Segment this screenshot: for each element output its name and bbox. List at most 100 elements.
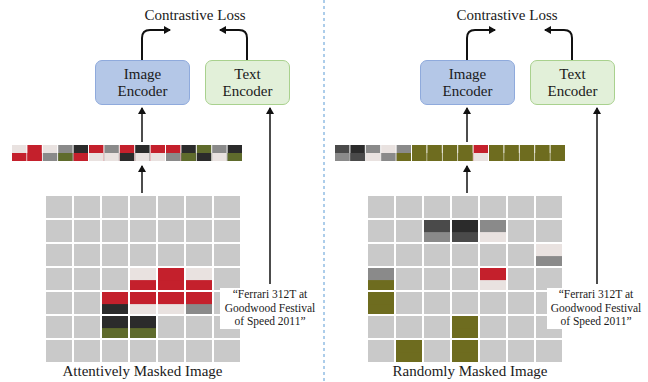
image-patch [74,153,88,161]
image-patch [551,145,565,161]
masked-patch [130,340,156,362]
patch-sequence [12,145,565,161]
image-patch [120,153,134,161]
image-patch [427,153,441,161]
masked-patch [74,268,100,290]
loss-arrow [467,30,495,60]
image-patch [104,145,118,161]
masked-patch [536,196,562,218]
image-patch [368,304,394,314]
image-patch [535,145,549,161]
image-patch [102,316,128,338]
image-patch [43,153,57,161]
masked-patch [158,340,184,362]
masked-patch [480,196,506,218]
masked-patch [452,196,478,218]
masked-patch [74,196,100,218]
image-patch [130,316,156,338]
image-patch [58,145,72,161]
encoder-label: Text Encoder [215,66,281,100]
masked-patch [396,292,422,314]
image-patch [535,153,549,161]
masked-patch [452,244,478,266]
image-patch [130,268,156,290]
masked-patch [74,292,100,314]
masked-patch [368,220,394,242]
image-patch [89,153,103,161]
image-patch [102,292,128,314]
image-patch [335,145,349,161]
image-patch [489,153,503,161]
masked-patch [424,268,450,290]
image-patch [186,292,212,314]
image-patch [427,145,441,161]
image-patch [158,304,184,314]
image-patch [102,328,128,338]
image-patch [474,145,488,161]
image-patch [158,280,184,290]
image-patch [120,145,134,161]
masked-patch [214,244,240,266]
image-patch [186,280,212,290]
image-patch [443,145,457,161]
masked-patch [480,316,506,338]
masked-patch [424,196,450,218]
image-patch [368,268,394,290]
masked-patch [46,316,72,338]
masked-patch [536,220,562,242]
image-patch [452,352,478,362]
loss-label: Contrastive Loss [432,7,582,24]
image-patch [452,340,478,362]
masked-patch [74,244,100,266]
input-arrow [141,166,143,193]
encoder-box: Image Encoder [420,60,515,105]
image-patch [186,304,212,314]
loss-arrow [220,30,247,60]
image-patch [181,145,195,161]
masked-patch [368,340,394,362]
image-patch [12,145,26,161]
image-patch [197,153,211,161]
masked-patch [508,316,534,338]
image-patch [212,153,226,161]
image-patch [480,220,506,242]
masked-image [46,196,562,362]
caption-text: “Ferrari 312T at Goodwood Festival of Sp… [220,288,320,329]
masked-patch [74,316,100,338]
masked-patch [508,268,534,290]
image-patch [130,292,156,314]
image-patch [186,268,212,290]
masked-patch [424,244,450,266]
image-patch [504,145,518,161]
caption-text: “Ferrari 312T at Goodwood Festival of Sp… [547,288,645,329]
masked-patch [46,340,72,362]
image-patch [130,304,156,314]
image-patch [536,256,562,266]
image-patch [489,145,503,161]
image-patch [504,153,518,161]
masked-patch [368,316,394,338]
masked-patch [508,196,534,218]
encoder-label: Image Encoder [435,66,501,100]
image-patch [350,153,364,161]
image-patch [520,153,534,161]
masked-patch [46,268,72,290]
masked-patch [46,292,72,314]
loss-arrow [142,30,170,60]
image-patch [366,153,380,161]
encoder-label: Text Encoder [540,66,606,100]
image-patch [27,145,41,161]
image-patch [12,153,26,161]
image-patch [458,153,472,161]
masked-patch [424,340,450,362]
masked-patch [480,340,506,362]
image-patch [58,153,72,161]
image-patch [480,280,506,290]
image-patch [381,145,395,161]
masked-patch [508,340,534,362]
masked-patch [396,196,422,218]
image-patch [480,232,506,242]
masked-patch [46,220,72,242]
image-caption: Attentively Masked Image [20,363,265,380]
